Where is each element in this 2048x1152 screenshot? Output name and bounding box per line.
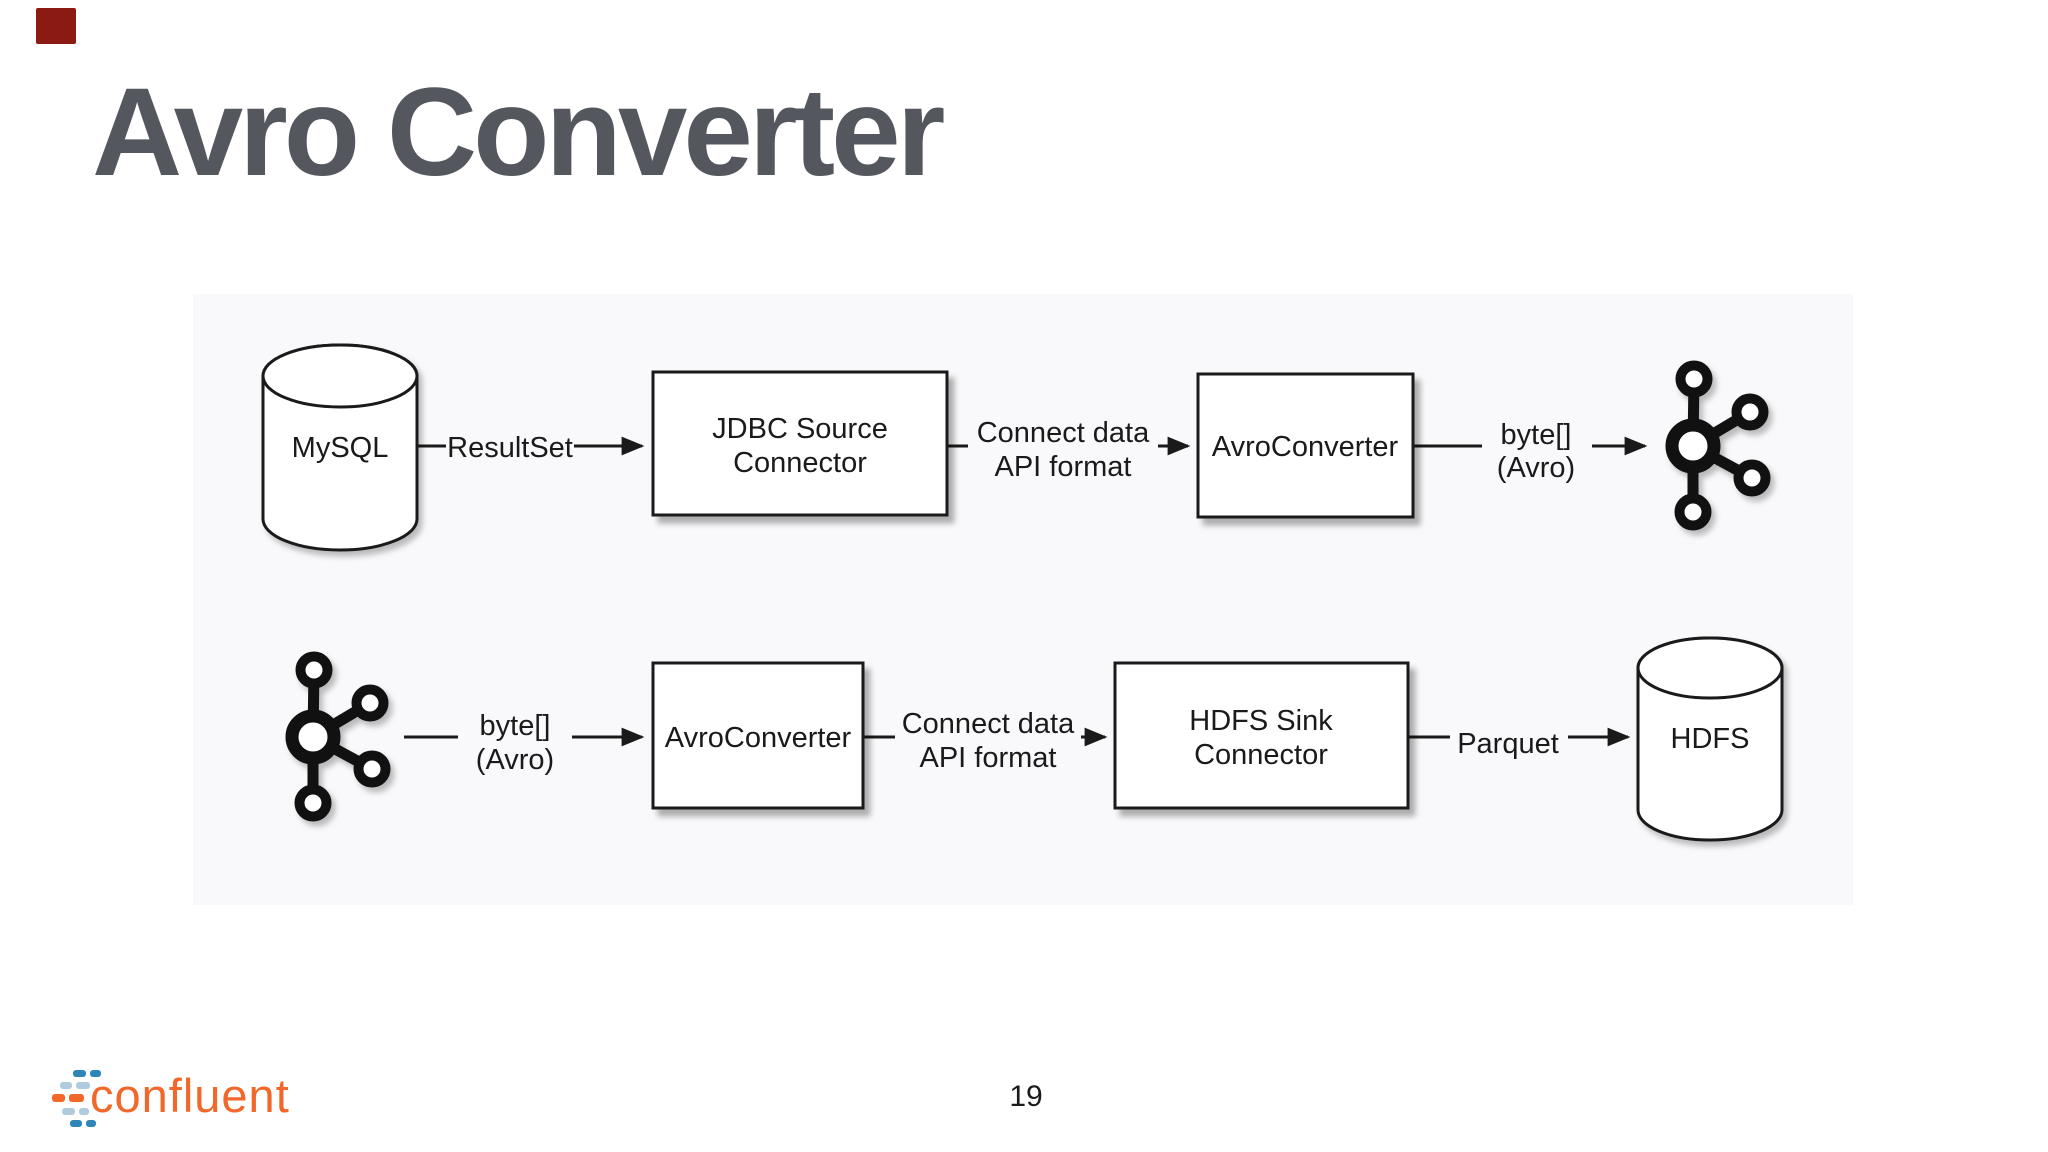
hdfs-cylinder-top — [1636, 636, 1784, 700]
logo-dash — [69, 1094, 84, 1102]
confluent-logo-text: confluent — [90, 1069, 290, 1122]
avroconverter-box-row1 — [1196, 372, 1415, 519]
avroconverter-label-row1: AvroConverter — [1212, 431, 1399, 463]
connector-lines — [404, 436, 1648, 747]
logo-dash — [76, 1082, 90, 1089]
jdbc-box-label-line2: Connector — [733, 447, 867, 479]
resultset-label: ResultSet — [447, 432, 573, 464]
logo-dash — [86, 1120, 96, 1127]
diagram-panel — [193, 294, 1853, 905]
hdfs-sink-label-line1: HDFS Sink — [1189, 705, 1333, 737]
logo-dash — [73, 1070, 86, 1077]
kafka-node-row1 — [1672, 366, 1766, 526]
connect-data-label-row2-line1: Connect data — [902, 708, 1075, 740]
resultset-label-bg — [446, 429, 574, 463]
avroconverter-label-row2: AvroConverter — [665, 722, 852, 754]
kafka-node-row2 — [292, 657, 386, 817]
hdfs-sink-connector-box — [1113, 661, 1410, 810]
logo-dash — [60, 1082, 72, 1089]
page-number: 19 — [1009, 1080, 1043, 1113]
hdfs-sink-connector-node — [1113, 661, 1410, 810]
connect-data-label-row1-line1: Connect data — [977, 417, 1150, 449]
avro-label-row1: (Avro) — [1497, 452, 1575, 484]
avroconverter-node-row2 — [651, 661, 865, 810]
mysql-node — [261, 343, 419, 552]
kafka-icon — [1672, 366, 1766, 526]
byte-avro-label-bg-row2 — [458, 705, 572, 777]
byte-avro-label-bg-row1 — [1482, 414, 1592, 484]
edge-labels: ResultSet Connect data API format byte[]… — [446, 412, 1592, 777]
avro-label-row2: (Avro) — [476, 744, 554, 776]
avroconverter-box-row2 — [651, 661, 865, 810]
hdfs-label: HDFS — [1671, 723, 1750, 755]
jdbc-source-connector-box — [651, 370, 949, 517]
confluent-logo — [46, 1058, 346, 1130]
page-title: Avro Converter — [92, 63, 945, 202]
logo-dash — [52, 1094, 65, 1102]
parquet-label: Parquet — [1457, 728, 1559, 760]
byte-label-row2: byte[] — [480, 710, 551, 742]
logo-dash — [79, 1108, 89, 1115]
connect-data-label-row2-line2: API format — [920, 742, 1057, 774]
hdfs-sink-label-line2: Connector — [1194, 739, 1328, 771]
logo-dash — [70, 1120, 82, 1127]
parquet-label-bg — [1450, 724, 1568, 760]
jdbc-box-label-line1: JDBC Source — [712, 413, 888, 445]
kafka-icon — [292, 657, 386, 817]
confluent-logo-mark-icon — [46, 1058, 106, 1130]
hdfs-node — [1636, 636, 1784, 842]
mysql-label: MySQL — [292, 432, 389, 464]
byte-label-row1: byte[] — [1501, 419, 1572, 451]
connect-data-label-bg-row2 — [895, 703, 1081, 775]
recording-marker-icon — [36, 8, 76, 44]
avroconverter-node-row1 — [1196, 372, 1415, 519]
connect-data-label-bg-row1 — [968, 412, 1158, 484]
mysql-cylinder-top — [261, 343, 419, 409]
jdbc-source-connector-node — [651, 370, 949, 517]
logo-dash — [90, 1070, 101, 1077]
connect-data-label-row1-line2: API format — [995, 451, 1132, 483]
logo-dash — [62, 1108, 75, 1115]
